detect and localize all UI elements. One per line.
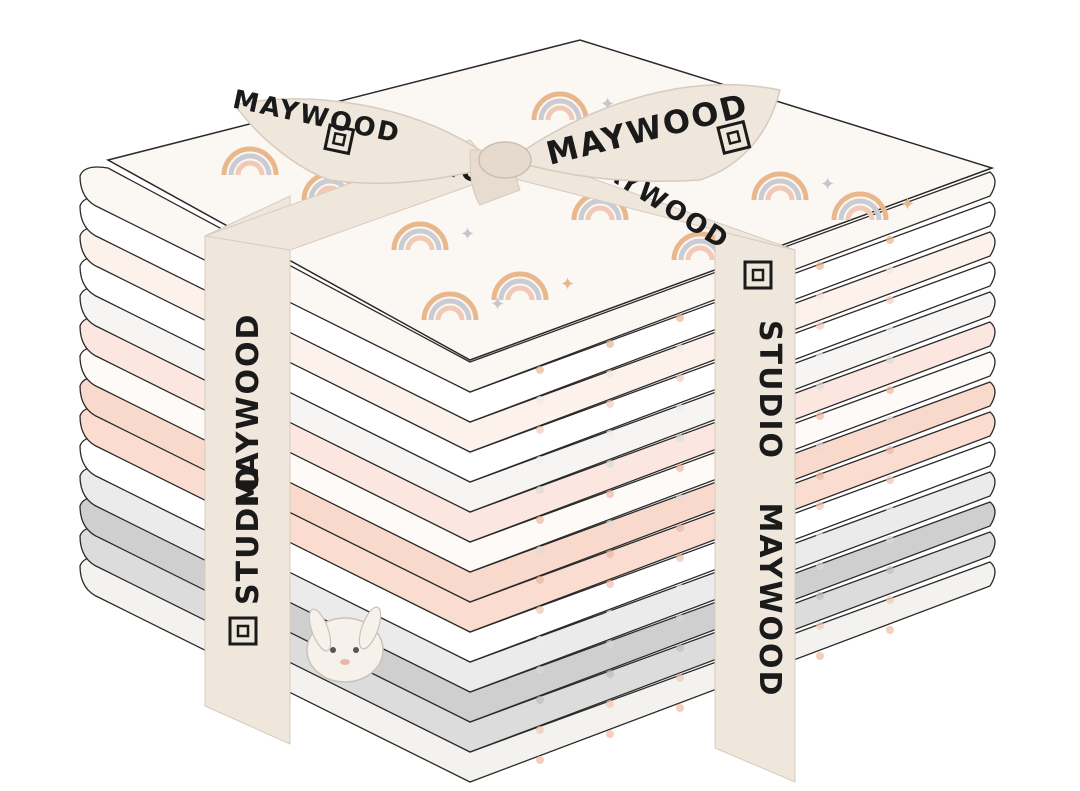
fabric-pattern-dot	[536, 666, 544, 674]
fabric-pattern-dot	[676, 704, 684, 712]
bow-loop-right	[508, 84, 781, 183]
fabric-pattern-dot	[536, 516, 544, 524]
fabric-pattern-dot	[606, 670, 614, 678]
fabric-pattern-dot	[606, 610, 614, 618]
fabric-pattern-dot	[536, 726, 544, 734]
star-icon: ✦	[460, 224, 475, 244]
bow-loop-left	[233, 98, 502, 185]
ribbon-right: STUDIO MAYWOOD	[714, 229, 796, 783]
fabric-pattern-dot	[536, 366, 544, 374]
star-icon: ✦	[900, 194, 915, 214]
fabric-pattern-dot	[816, 352, 824, 360]
fabric-pattern-dot	[606, 430, 614, 438]
fabric-pattern-dot	[816, 562, 824, 570]
fabric-pattern-dot	[606, 400, 614, 408]
fabric-pattern-dot	[536, 576, 544, 584]
fabric-pattern-dot	[536, 636, 544, 644]
fabric-pattern-dot	[606, 370, 614, 378]
fabric-pattern-dot	[886, 356, 894, 364]
rainbow-motif	[221, 146, 279, 176]
bow-right-logo-icon	[716, 119, 752, 156]
fabric-pattern-dot	[536, 426, 544, 434]
fabric-pattern-dot	[676, 584, 684, 592]
fabric-pattern-dot	[886, 236, 894, 244]
ribbon-left-band	[204, 195, 291, 745]
star-icon: ✦	[820, 174, 835, 194]
rainbow-motif	[491, 271, 549, 301]
fabric-pattern-dot	[676, 644, 684, 652]
fabric-pattern-dot	[816, 502, 824, 510]
fabric-pattern-dot	[886, 566, 894, 574]
fabric-pattern-dot	[606, 340, 614, 348]
fabric-pattern-dot	[816, 472, 824, 480]
fabric-pattern-dot	[536, 696, 544, 704]
fabric-pattern-dot	[676, 434, 684, 442]
fabric-pattern-dot	[886, 536, 894, 544]
fabric-pattern-dot	[886, 596, 894, 604]
ribbon-right-studio-text: STUDIO	[752, 320, 787, 460]
fabric-pattern-dot	[676, 344, 684, 352]
ribbon-left-studio-text: STUDIO	[231, 465, 266, 605]
ribbon-left: MAYWOOD STUDIO	[204, 195, 291, 745]
fabric-pattern-dot	[676, 464, 684, 472]
fabric-pattern-dot	[606, 730, 614, 738]
fabric-pattern-dot	[886, 386, 894, 394]
star-icon: ✦	[560, 274, 575, 294]
fabric-pattern-dot	[816, 262, 824, 270]
fabric-pattern-dot	[606, 520, 614, 528]
fabric-pattern-dot	[886, 446, 894, 454]
fabric-pattern-dot	[606, 460, 614, 468]
ribbon-left-brand-text: MAYWOOD	[231, 313, 266, 508]
ribbon-left-logo-icon	[228, 616, 258, 646]
fabric-pattern-dot	[676, 554, 684, 562]
rainbow-motif	[531, 91, 589, 121]
fabric-pattern-dot	[676, 614, 684, 622]
fabric-pattern-dot	[536, 396, 544, 404]
ribbon-right-logo-icon	[743, 260, 773, 290]
star-icon: ✦	[490, 294, 505, 314]
fabric-pattern-dot	[606, 550, 614, 558]
fabric-pattern-dot	[536, 546, 544, 554]
fabric-pattern-dot	[676, 374, 684, 382]
fabric-pattern-dot	[536, 456, 544, 464]
bow-knot	[478, 141, 532, 179]
fabric-pattern-dot	[816, 592, 824, 600]
bunny-icon	[306, 606, 384, 683]
fabric-pattern-dot	[606, 700, 614, 708]
fabric-pattern-dot	[676, 314, 684, 322]
rainbow-motif	[421, 291, 479, 321]
fabric-pattern-dot	[676, 674, 684, 682]
fabric-pattern-dot	[816, 382, 824, 390]
fabric-pattern-dot	[816, 412, 824, 420]
fabric-pattern-dot	[886, 476, 894, 484]
fabric-pattern-dot	[886, 266, 894, 274]
fabric-pattern-dot	[676, 524, 684, 532]
fabric-pattern-dot	[816, 292, 824, 300]
ribbon-bow: MAYWOOD MAYWOOD	[230, 84, 781, 206]
fabric-pattern-dot	[816, 652, 824, 660]
fabric-pattern-dot	[536, 486, 544, 494]
fabric-pattern-dot	[606, 640, 614, 648]
fabric-pattern-dot	[886, 296, 894, 304]
fabric-pattern-dot	[606, 490, 614, 498]
bow-left-logo-icon	[323, 123, 356, 156]
fabric-pattern-dot	[536, 606, 544, 614]
fabric-pattern-dot	[816, 442, 824, 450]
fabric-pattern-dot	[606, 580, 614, 588]
fabric-pattern-dot	[886, 626, 894, 634]
fabric-pattern-dot	[676, 404, 684, 412]
fabric-pattern-dot	[676, 494, 684, 502]
fabric-pattern-dot	[536, 756, 544, 764]
fabric-pattern-dot	[816, 622, 824, 630]
fabric-pattern-dot	[886, 416, 894, 424]
ribbon-right-brand-text: MAYWOOD	[752, 503, 787, 698]
fabric-pattern-dot	[886, 506, 894, 514]
fabric-pattern-dot	[816, 322, 824, 330]
rainbow-motif	[391, 221, 449, 251]
rainbow-motif	[831, 191, 889, 221]
rainbow-motif	[751, 171, 809, 201]
fabric-pattern-dot	[886, 326, 894, 334]
fabric-pattern-dot	[816, 532, 824, 540]
